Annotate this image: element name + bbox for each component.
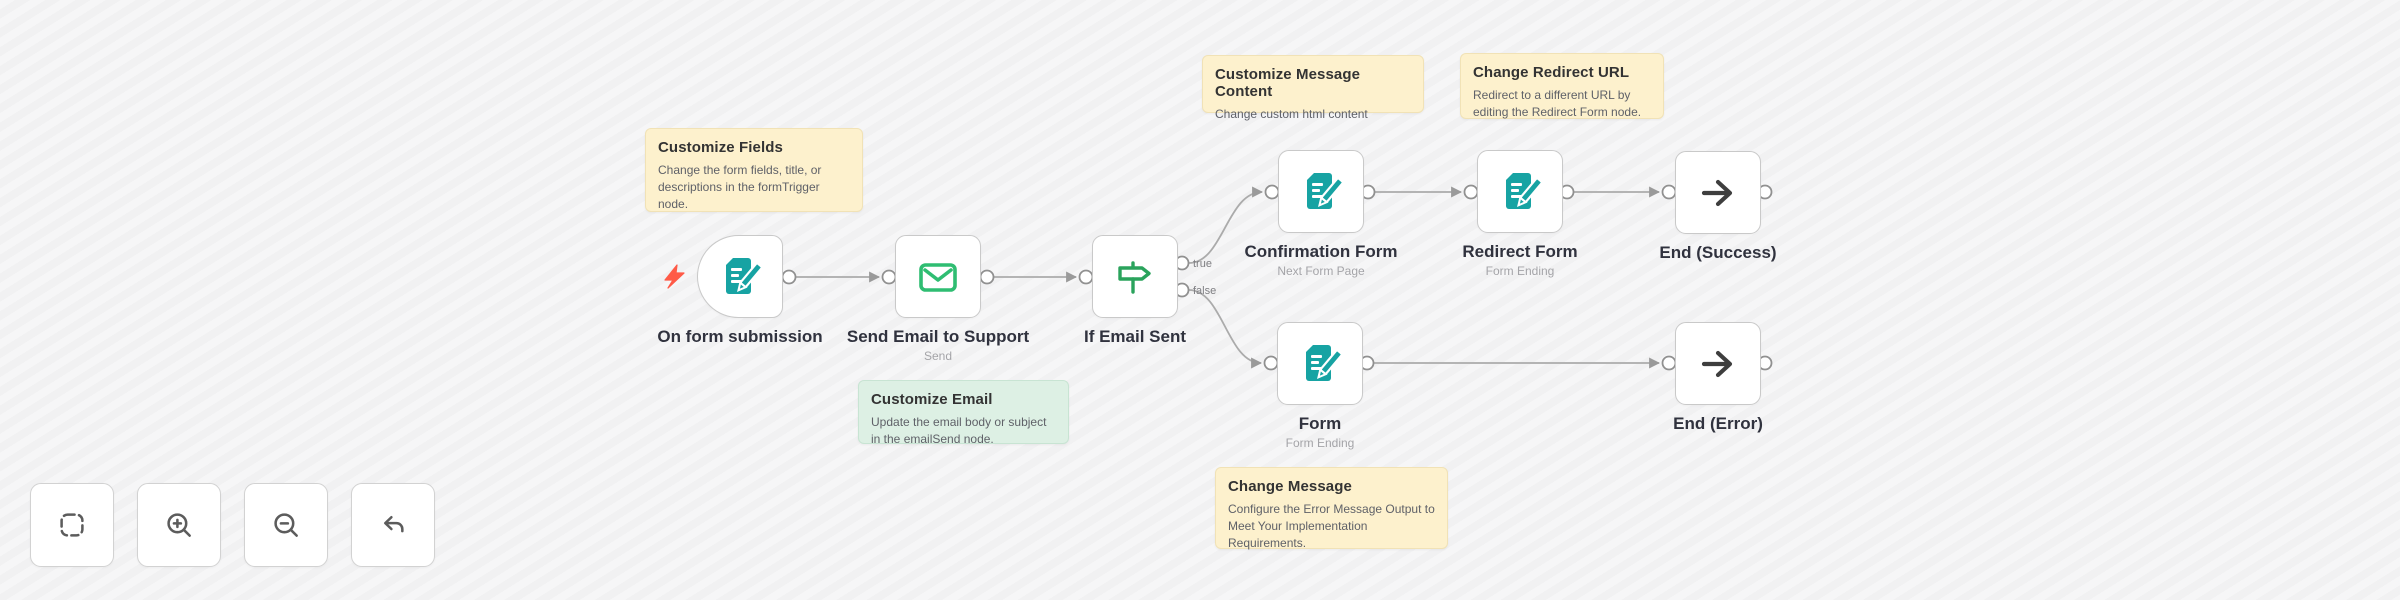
- signpost-icon: [1113, 255, 1157, 299]
- form-pencil-icon: [1498, 170, 1542, 214]
- node-box-send-email-to-support[interactable]: [895, 235, 981, 318]
- sticky-title: Customize Email: [871, 391, 993, 408]
- sticky-note-change-message[interactable]: Change Message Configure the Error Messa…: [1215, 467, 1448, 551]
- node-label: Send Email to Support: [846, 327, 1030, 346]
- node-sublabel: Send: [923, 349, 953, 363]
- input-port[interactable]: [1078, 269, 1094, 285]
- arrow-right-icon: [1696, 342, 1740, 386]
- sticky-body: Change the form fields, title, or descri…: [658, 163, 822, 212]
- trigger-bolt-icon: [664, 264, 685, 289]
- sticky-note-customize-message-content[interactable]: Customize Message Content Change custom …: [1202, 55, 1424, 121]
- node-label: On form submission: [657, 327, 823, 346]
- node-sublabel: Form Ending: [1485, 264, 1555, 278]
- undo-button[interactable]: [351, 483, 435, 567]
- node-label: If Email Sent: [1083, 327, 1187, 346]
- sticky-body: Redirect to a different URL by editing t…: [1473, 88, 1642, 120]
- node-label: Confirmation Form: [1244, 242, 1398, 261]
- input-port[interactable]: [881, 269, 897, 285]
- form-pencil-icon: [1299, 170, 1343, 214]
- sticky-body: Update the email body or subject in the …: [871, 415, 1047, 447]
- branch-label-false: false: [1193, 285, 1216, 297]
- node-box-redirect-form[interactable]: [1477, 150, 1563, 233]
- zoom-to-fit-button[interactable]: [30, 483, 114, 567]
- zoom-to-fit-icon: [60, 513, 84, 537]
- node-box-confirmation-form[interactable]: [1278, 150, 1364, 233]
- input-port[interactable]: [1264, 184, 1280, 200]
- sticky-note-customize-email[interactable]: Customize Email Update the email body or…: [858, 380, 1069, 446]
- connection-if-false-to-form[interactable]: [1188, 289, 1263, 369]
- node-label: End (Success): [1659, 243, 1777, 262]
- node-if-email-sent: If Email Sent: [1084, 235, 1186, 346]
- node-form: Form Form Ending: [1277, 322, 1363, 450]
- node-box-end-error[interactable]: [1675, 322, 1761, 405]
- node-end-success: End (Success): [1659, 151, 1777, 262]
- form-pencil-icon: [1298, 342, 1342, 386]
- node-box-if-email-sent[interactable]: [1092, 235, 1178, 318]
- sticky-title: Customize Message Content: [1215, 66, 1361, 100]
- sticky-body: Change custom html content: [1215, 107, 1368, 121]
- sticky-note-customize-fields[interactable]: Customize Fields Change the form fields,…: [645, 128, 863, 212]
- node-redirect-form: Redirect Form Form Ending: [1462, 150, 1578, 278]
- input-port[interactable]: [1263, 355, 1279, 371]
- envelope-icon: [916, 255, 960, 299]
- node-send-email-to-support: Send Email to Support Send: [847, 235, 1029, 363]
- connection-if-true-to-confirmation-form[interactable]: [1188, 186, 1264, 264]
- input-port[interactable]: [1661, 184, 1677, 200]
- node-box-end-success[interactable]: [1675, 151, 1761, 234]
- zoom-out-icon: [274, 513, 298, 537]
- zoom-out-button[interactable]: [244, 483, 328, 567]
- arrow-right-icon: [1696, 171, 1740, 215]
- input-port[interactable]: [1661, 355, 1677, 371]
- sticky-title: Change Message: [1228, 478, 1352, 495]
- branch-label-true: true: [1193, 258, 1212, 270]
- canvas-controls: [30, 483, 435, 567]
- form-pencil-icon: [718, 255, 762, 299]
- input-port[interactable]: [1463, 184, 1479, 200]
- node-sublabel: Form Ending: [1285, 436, 1355, 450]
- zoom-in-button[interactable]: [137, 483, 221, 567]
- sticky-note-change-redirect-url[interactable]: Change Redirect URL Redirect to a differ…: [1460, 53, 1664, 119]
- node-sublabel: Next Form Page: [1277, 264, 1365, 278]
- node-confirmation-form: Confirmation Form Next Form Page: [1245, 150, 1398, 278]
- output-port[interactable]: [781, 269, 797, 285]
- sticky-title: Change Redirect URL: [1473, 64, 1630, 81]
- node-on-form-submission: On form submission: [657, 235, 823, 346]
- zoom-in-icon: [167, 513, 191, 537]
- sticky-body: Configure the Error Message Output to Me…: [1228, 502, 1435, 551]
- output-port[interactable]: [979, 269, 995, 285]
- node-box-on-form-submission[interactable]: [697, 235, 783, 318]
- sticky-title: Customize Fields: [658, 139, 783, 156]
- node-box-form[interactable]: [1277, 322, 1363, 405]
- undo-icon: [383, 515, 404, 533]
- node-end-error: End (Error): [1673, 322, 1763, 433]
- node-label: End (Error): [1673, 414, 1763, 433]
- node-label: Form: [1298, 414, 1342, 433]
- node-label: Redirect Form: [1462, 242, 1578, 261]
